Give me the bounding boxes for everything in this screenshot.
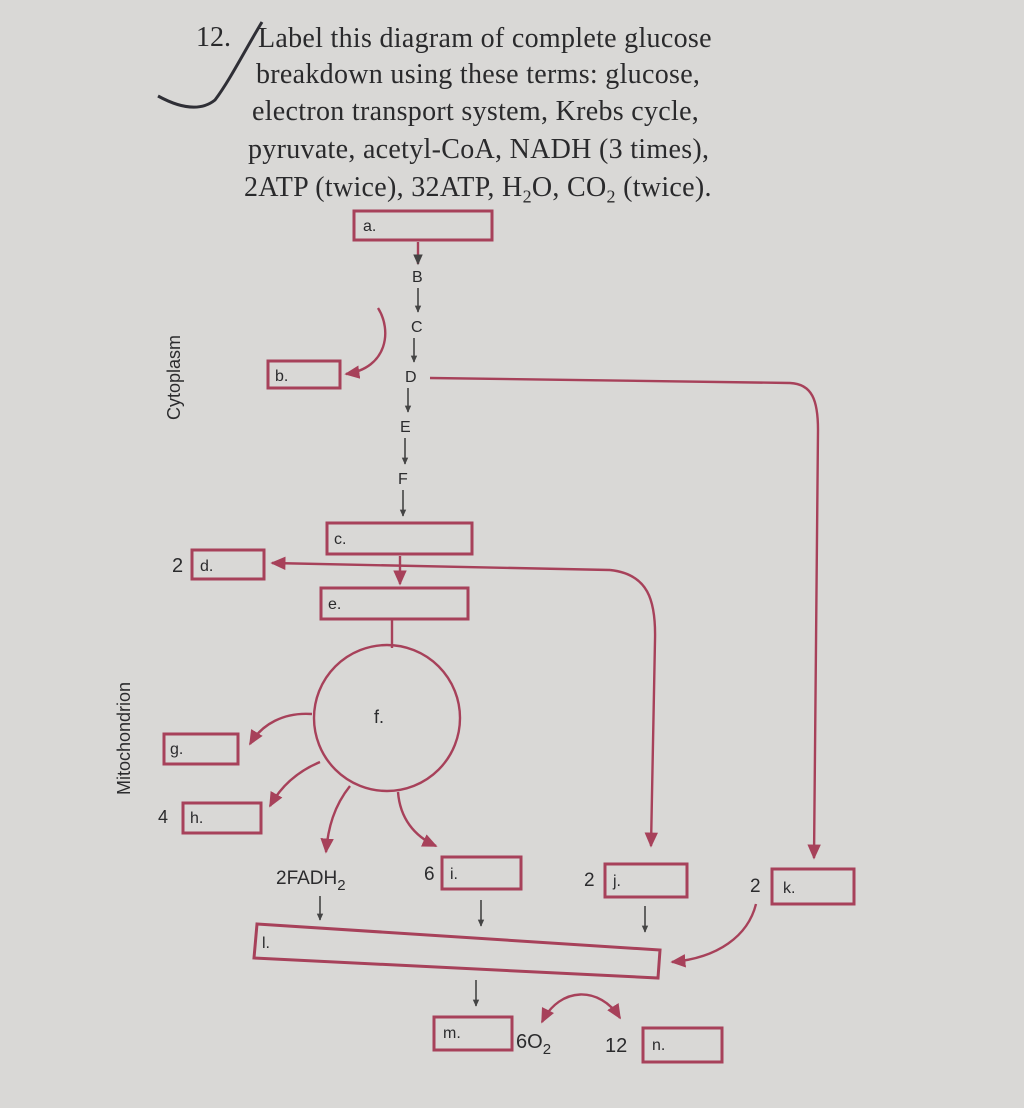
box-k-label: k. — [783, 880, 795, 897]
box-c[interactable] — [325, 521, 474, 556]
question-line-5-sub1: 2 — [522, 186, 532, 207]
box-k[interactable] — [770, 867, 856, 906]
box-m-label: m. — [443, 1025, 461, 1042]
glycolysis-pathway: B C D E F — [398, 242, 423, 517]
arrow-o2-to-n — [540, 993, 622, 1024]
box-h[interactable] — [181, 801, 263, 835]
box-g[interactable] — [162, 732, 240, 766]
question-line-5: 2ATP (twice), 32ATP, H2O, CO2 (twice). — [244, 171, 712, 214]
box-j[interactable] — [603, 862, 689, 899]
question-line-5-sub2: 2 — [606, 186, 616, 207]
question-line-1: Label this diagram of complete glucose — [258, 23, 712, 54]
pathway-letter-d: D — [405, 369, 417, 386]
box-e-label: e. — [328, 596, 341, 613]
box-c-label: c. — [334, 531, 346, 548]
cycle-f-label: f. — [374, 707, 384, 727]
box-g-label: g. — [170, 741, 183, 758]
box-i-label: i. — [450, 866, 458, 883]
o2-label: 6O2 — [516, 1031, 551, 1058]
pathway-letter-f: F — [398, 471, 408, 488]
box-i[interactable] — [440, 855, 523, 891]
coefficient-h: 4 — [158, 807, 168, 827]
coefficient-d: 2 — [172, 555, 183, 577]
box-n-label: n. — [652, 1037, 665, 1054]
checkmark-icon — [157, 21, 264, 109]
coefficient-n: 12 — [605, 1035, 627, 1057]
arrow-to-g — [248, 712, 313, 746]
box-n[interactable] — [641, 1026, 724, 1064]
pathway-letter-e: E — [400, 419, 411, 436]
box-e[interactable] — [319, 586, 470, 621]
box-h-label: h. — [190, 810, 203, 827]
box-m[interactable] — [432, 1015, 514, 1052]
fadh2-label: 2FADH2 — [276, 868, 346, 894]
box-l-label: l. — [262, 935, 270, 952]
question-line-5-part1: 2ATP (twice), 32ATP, H — [244, 172, 523, 203]
box-d[interactable] — [190, 548, 266, 581]
pathway-letter-c: C — [411, 319, 423, 336]
question-number: 12. — [196, 22, 231, 53]
arrow-to-i — [396, 791, 438, 848]
arrow-k-to-l — [670, 903, 758, 968]
box-b[interactable] — [266, 359, 342, 390]
arrow-to-fadh2 — [320, 785, 351, 854]
question-line-2: breakdown using these terms: glucose, — [256, 59, 701, 90]
coefficient-j: 2 — [584, 870, 595, 891]
question-line-3: electron transport system, Krebs cycle, — [252, 96, 700, 127]
box-l[interactable] — [252, 922, 662, 980]
cycle-f[interactable] — [312, 643, 462, 793]
coefficient-k: 2 — [750, 876, 761, 897]
cytoplasm-label: Cytoplasm — [164, 335, 184, 420]
question-line-5-part2: O, CO — [531, 172, 607, 203]
arrow-to-j — [609, 568, 658, 848]
arrow-to-d — [270, 556, 611, 572]
box-a-label: a. — [363, 218, 376, 235]
question-line-5-part3: (twice). — [615, 172, 712, 203]
pathway-letter-b: B — [412, 269, 423, 286]
box-d-label: d. — [200, 558, 213, 575]
box-j-label: j. — [612, 873, 621, 890]
arrow-to-h — [268, 760, 321, 808]
arrow-d-to-k — [429, 376, 821, 860]
box-a[interactable] — [352, 209, 494, 242]
box-b-label: b. — [275, 368, 288, 385]
question-line-4: pyruvate, acetyl-CoA, NADH (3 times), — [248, 134, 710, 165]
arrow-to-b — [344, 307, 387, 379]
coefficient-i: 6 — [424, 864, 435, 885]
mitochondrion-label: Mitochondrion — [114, 682, 134, 795]
